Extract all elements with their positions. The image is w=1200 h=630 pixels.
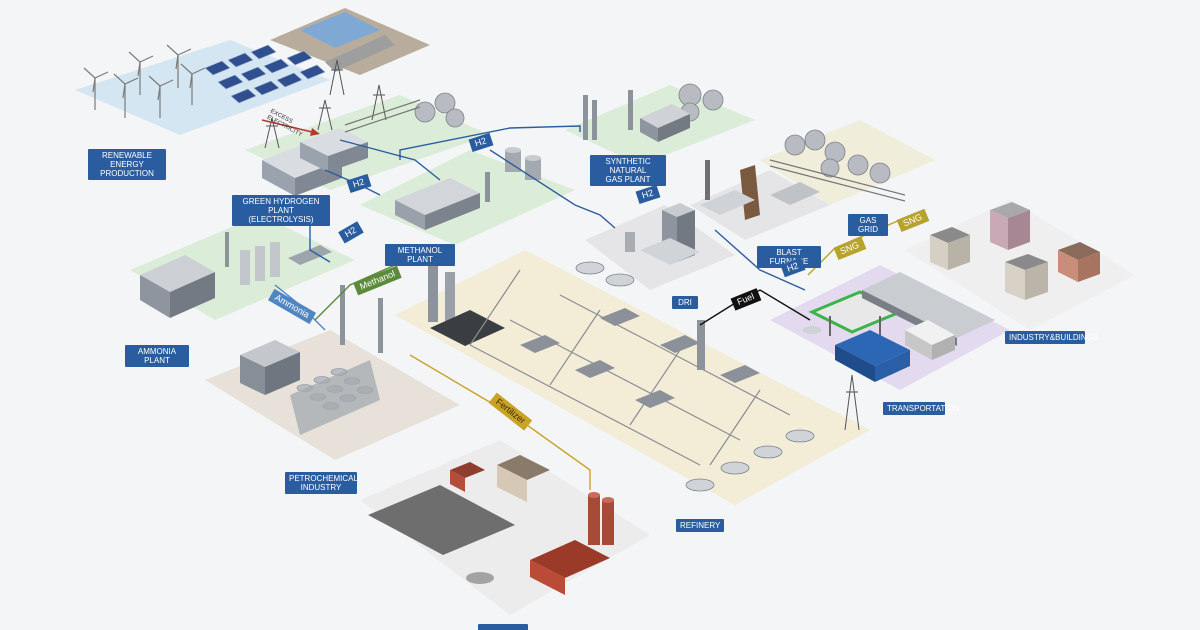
label-industry-buildings: INDUSTRY&BUILDINGS <box>1005 331 1098 344</box>
farm-icon <box>368 455 614 595</box>
label-dri: DRI <box>672 296 698 309</box>
label-cutoff <box>478 624 528 630</box>
solar-panel-icon <box>204 44 326 104</box>
label-green-hydrogen-plant: GREEN HYDROGEN PLANT (ELECTROLYSIS) <box>232 195 330 226</box>
label-refinery: REFINERY <box>676 519 724 532</box>
reservoir-icon <box>300 12 380 48</box>
label-gas-grid: GAS GRID <box>848 214 888 236</box>
refinery-platform <box>395 250 870 505</box>
wind-turbine-icon <box>83 44 206 118</box>
transportation-platform <box>770 265 1010 390</box>
excess-electricity-arrowhead <box>310 128 320 136</box>
label-transportation: TRANSPORTATION <box>883 402 959 415</box>
renewable-platform <box>75 40 330 135</box>
power-pylon-icon <box>264 59 860 431</box>
synthetic-gas-plant-icon <box>583 90 690 142</box>
label-ammonia-plant: AMMONIA PLANT <box>125 345 189 367</box>
truck-icon <box>905 320 955 360</box>
storage-sphere-icon <box>414 83 891 184</box>
excess-electricity-label: EXCESSELECTRICITY <box>266 108 307 138</box>
gas-grid-platform <box>760 120 935 205</box>
dri-plant-icon <box>625 203 700 265</box>
refinery-complex-icon <box>428 261 815 492</box>
excess-electricity-arrow <box>261 119 313 133</box>
bus-icon <box>835 330 910 382</box>
city-buildings-icon <box>930 202 1100 300</box>
ammonia-plant-icon <box>140 232 332 318</box>
dam-wall-icon <box>325 35 395 72</box>
label-renewable-energy: RENEWABLE ENERGY PRODUCTION <box>88 149 166 180</box>
methanol-plant-icon <box>395 147 541 230</box>
electrolyzer-building-icon <box>262 128 368 196</box>
label-synthetic-gas-plant: SYNTHETIC NATURAL GAS PLANT <box>590 155 666 186</box>
blast-furnace-icon <box>700 160 820 220</box>
fertilizer-flow-line <box>409 354 591 490</box>
petrochemical-plant-icon <box>240 285 383 435</box>
label-petrochemical-industry: PETROCHEMICAL INDUSTRY <box>285 472 358 494</box>
pipe-rack-icon <box>344 99 906 202</box>
label-methanol-plant: METHANOL PLANT <box>385 244 455 266</box>
car-icon <box>803 326 821 334</box>
